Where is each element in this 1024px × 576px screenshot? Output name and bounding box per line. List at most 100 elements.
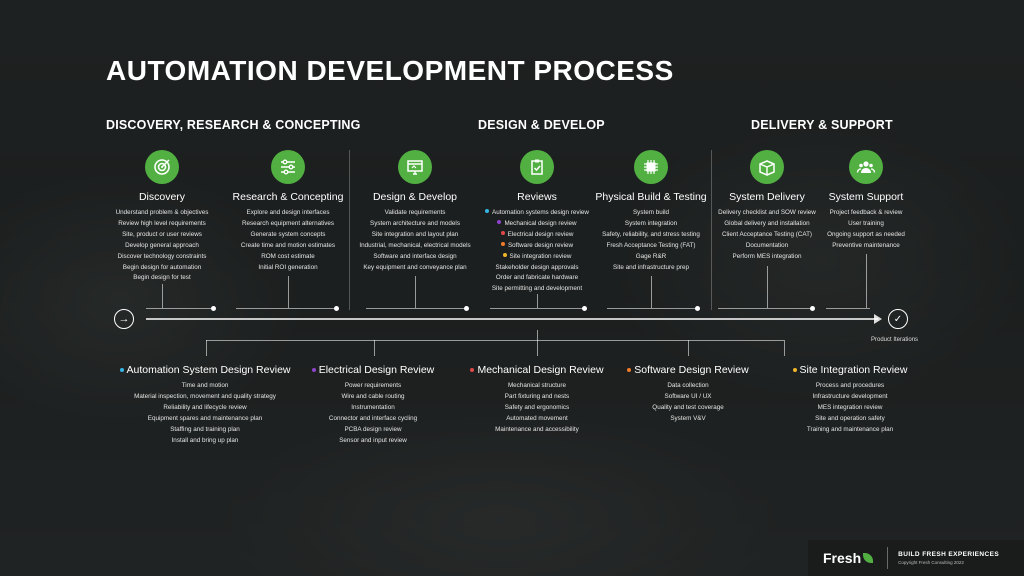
stage-item: Site permitting and development xyxy=(491,285,583,293)
phase-heading-discovery: DISCOVERY, RESEARCH & CONCEPTING xyxy=(106,118,361,132)
product-iterations-label: Product Iterations xyxy=(871,337,919,343)
stage-item: System build xyxy=(632,209,670,216)
stage-item: Site integration review xyxy=(447,252,627,263)
stage-item: Mechanical design review xyxy=(447,219,627,230)
users-icon xyxy=(849,150,883,184)
stage-item: System integration xyxy=(624,219,678,227)
stage-item: Begin design for automation xyxy=(122,263,202,271)
stage-item: Preventive maintenance xyxy=(832,241,900,249)
timeline-node xyxy=(582,306,587,311)
target-icon xyxy=(145,150,179,184)
review-item: Process and procedures xyxy=(815,382,885,389)
stage-item: Site and infrastructure prep xyxy=(613,263,689,271)
box-icon xyxy=(750,150,784,184)
stage-item: Gage R&R xyxy=(635,252,667,260)
review-item: Staffing and training plan xyxy=(170,425,240,433)
stage-item: Key equipment and conveyance plan xyxy=(363,263,467,271)
review-item: MES integration review xyxy=(817,403,883,411)
footer-copyright: Copyright Fresh Consulting 2022 xyxy=(898,560,964,565)
review-mechanical: Mechanical Design Review Mechanical stru… xyxy=(452,364,622,436)
review-electrical: Electrical Design Review Power requireme… xyxy=(298,364,448,446)
monitor-icon xyxy=(398,150,432,184)
connector-line xyxy=(826,308,870,309)
stage-item: Review high level requirements xyxy=(118,219,206,227)
review-item: Instrumentation xyxy=(351,403,395,411)
stage-title: Design & Develop xyxy=(372,191,458,203)
stage-title: Physical Build & Testing xyxy=(595,191,707,203)
stage-item: Site, product or user reviews xyxy=(122,230,202,238)
review-item: Time and motion xyxy=(181,382,229,389)
connector-line xyxy=(490,308,584,309)
phase-separator xyxy=(711,150,712,310)
review-title: Software Design Review xyxy=(613,364,763,376)
review-dot xyxy=(119,368,124,372)
connector-line xyxy=(236,308,336,309)
review-dot xyxy=(311,368,316,372)
connector-line xyxy=(537,330,538,340)
stage-item: Documentation xyxy=(745,241,789,249)
stage-item: Discover technology constraints xyxy=(117,252,207,260)
connector-line xyxy=(651,276,652,308)
leaf-icon xyxy=(863,553,874,563)
stage-item: Fresh Acceptance Testing (FAT) xyxy=(606,241,696,249)
clipboard-check-icon xyxy=(520,150,554,184)
review-title: Mechanical Design Review xyxy=(452,364,622,376)
timeline-node xyxy=(810,306,815,311)
stage-item: Initial ROI generation xyxy=(258,263,318,271)
review-item: Mechanical structure xyxy=(507,382,567,389)
stage-item: Software design review xyxy=(447,241,627,252)
stage-item: Validate requirements xyxy=(384,209,446,216)
review-dot xyxy=(485,209,490,213)
stage-item: ROM cost estimate xyxy=(261,252,315,260)
review-item: Data collection xyxy=(667,382,709,389)
connector-line xyxy=(206,340,207,356)
connector-line xyxy=(162,284,163,308)
stage-title: Research & Concepting xyxy=(232,191,344,203)
stage-item: Automation systems design review xyxy=(447,208,627,219)
stage-item: Create time and motion estimates xyxy=(240,241,336,249)
connector-line xyxy=(366,308,466,309)
stage-title: Discovery xyxy=(138,191,186,203)
review-item: Sensor and input review xyxy=(339,436,407,444)
stage-item: System architecture and models xyxy=(370,219,460,227)
review-item: Wire and cable routing xyxy=(341,392,405,400)
connector-line xyxy=(537,294,538,308)
review-item: Power requirements xyxy=(344,382,402,389)
connector-line xyxy=(866,254,867,308)
timeline-node xyxy=(464,306,469,311)
connector-line xyxy=(718,308,812,309)
stage-item: Explore and design interfaces xyxy=(246,209,330,216)
review-item: Part fixturing and nests xyxy=(504,392,570,400)
stage-item: Perform MES integration xyxy=(732,252,802,260)
page-title: AUTOMATION DEVELOPMENT PROCESS xyxy=(106,55,674,86)
phase-separator xyxy=(349,150,350,310)
stage-item: User training xyxy=(848,219,884,227)
review-automation-system: Automation System Design Review Time and… xyxy=(95,364,315,446)
footer-tagline: BUILD FRESH EXPERIENCES xyxy=(898,551,1000,558)
review-item: Safety and ergonomics xyxy=(504,403,570,411)
review-item: Site and operation safety xyxy=(815,414,885,422)
stage-title: System Support xyxy=(828,191,904,203)
review-dot xyxy=(470,368,475,372)
brand-logo: Fresh xyxy=(823,550,874,566)
connector-line xyxy=(288,276,289,308)
stage-item: Project feedback & review xyxy=(829,209,903,216)
stage-item: Client Acceptance Testing (CAT) xyxy=(721,230,813,238)
stage-item: Site integration and layout plan xyxy=(371,230,459,238)
review-item: Connector and interface cycling xyxy=(328,414,418,422)
review-item: Reliability and lifecycle review xyxy=(163,403,247,411)
stage-item: Understand problem & objectives xyxy=(115,209,209,216)
timeline-node xyxy=(211,306,216,311)
connector-line xyxy=(206,340,784,341)
stage-item: Begin design for test xyxy=(133,274,191,282)
connector-line xyxy=(784,340,785,356)
checkmark-icon: ✓ xyxy=(888,309,908,329)
start-arrow-icon: → xyxy=(114,309,134,329)
sliders-icon xyxy=(271,150,305,184)
review-dot xyxy=(500,230,505,235)
review-item: PCBA design review xyxy=(344,425,402,433)
connector-line xyxy=(688,340,689,356)
timeline-line xyxy=(146,318,878,320)
review-item: Equipment spares and maintenance plan xyxy=(147,414,263,422)
